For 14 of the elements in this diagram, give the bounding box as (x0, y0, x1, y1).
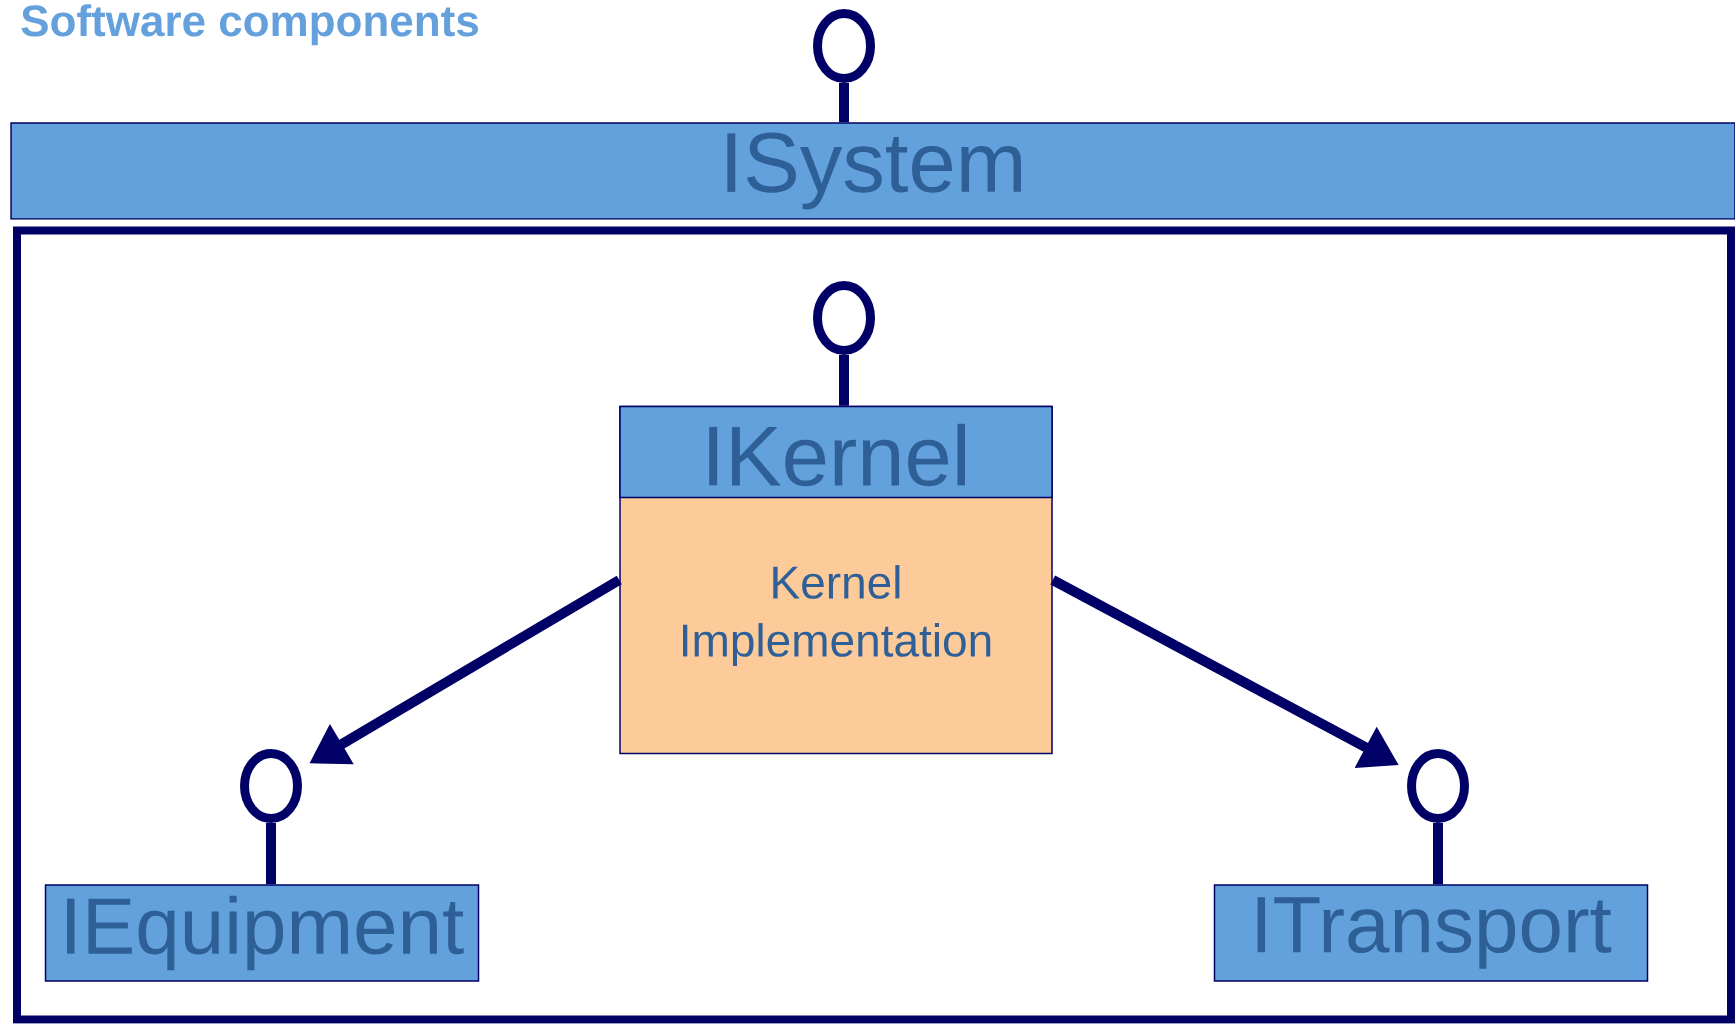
title: Software components (21, 4, 478, 46)
interface-circle (240, 749, 302, 823)
interface-box: IEquipment (44, 884, 480, 982)
interface-circle (813, 9, 875, 83)
interface-circle (1407, 749, 1469, 823)
interface-stem (1433, 823, 1443, 885)
interface-stem (839, 355, 849, 406)
interface-stem (266, 823, 276, 885)
component-box: IKernel Kernel Implementation (619, 405, 1053, 755)
interface-box: ISystem (10, 122, 1735, 220)
interface-box: ITransport (1213, 884, 1649, 982)
interface-circle (813, 281, 875, 355)
interface-stem (839, 83, 849, 123)
component-frame (13, 226, 1735, 1024)
